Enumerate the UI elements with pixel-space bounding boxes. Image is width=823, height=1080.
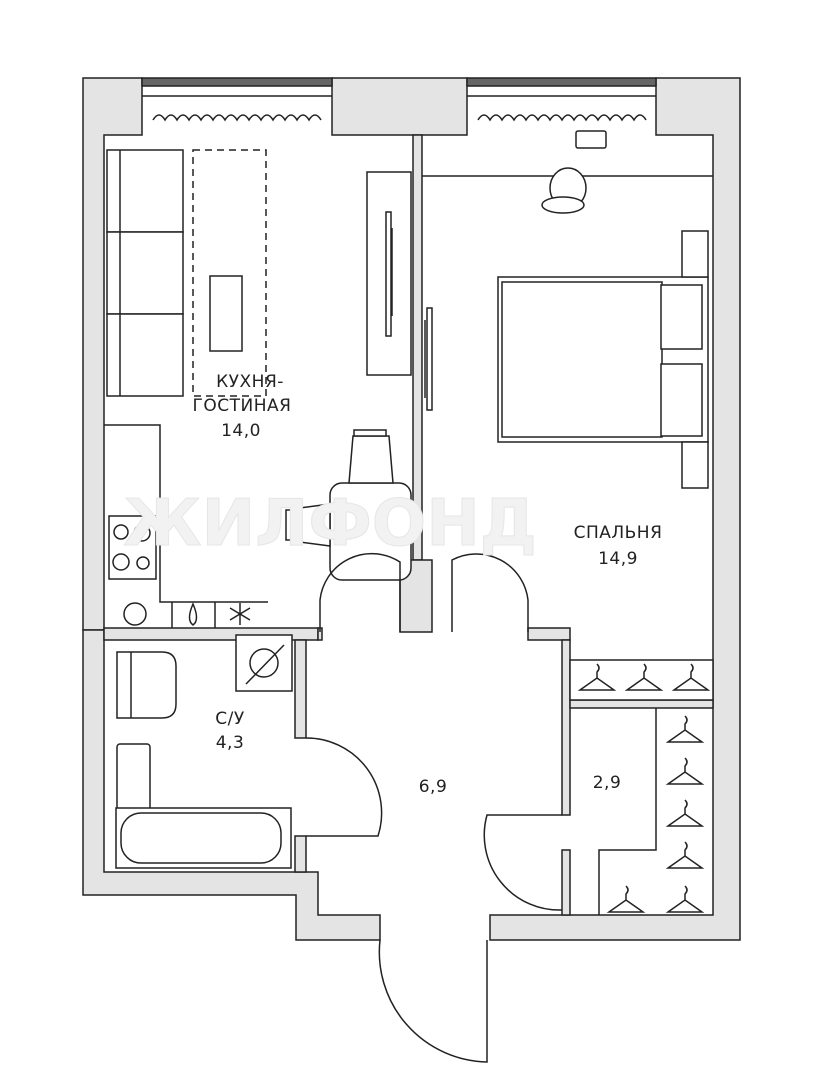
partition-hall-bedroom (527, 627, 571, 641)
bed-icon (497, 230, 709, 489)
room-label-bathroom: С/У (215, 709, 245, 729)
partition-bath-hall-2 (294, 835, 307, 873)
room-label-kitchen-line1: КУХНЯ- (216, 372, 284, 392)
curtain-bedroom (477, 114, 647, 122)
partition-bath-hall-1 (294, 639, 307, 739)
door-bedroom[interactable] (451, 553, 529, 632)
window-bedroom (466, 77, 657, 87)
door-closet[interactable] (483, 814, 563, 911)
partition-hall-closet-3 (561, 849, 571, 916)
curtain-kitchen (152, 114, 322, 122)
door-bathroom[interactable] (305, 737, 383, 837)
partitions (103, 134, 714, 916)
desk-icon (422, 130, 713, 214)
partition-closet-top (569, 699, 714, 709)
coffee-table-icon (209, 275, 243, 352)
room-label-bedroom: СПАЛЬНЯ (574, 523, 663, 543)
fridge-snowflake-icon (229, 603, 251, 625)
wall-pier-middle (331, 77, 468, 136)
room-label-kitchen-line2: ГОСТИНАЯ (193, 396, 292, 416)
doors[interactable] (305, 552, 563, 1063)
bathtub-icon (115, 807, 292, 869)
room-area-kitchen: 14,0 (221, 421, 261, 441)
wall-right (489, 77, 741, 941)
room-area-bedroom: 14,9 (598, 549, 638, 569)
room-area-hallway: 6,9 (419, 777, 448, 797)
hanger-icons (577, 663, 711, 915)
room-area-bathroom: 4,3 (216, 733, 245, 753)
kitchen-counter (104, 424, 268, 628)
washing-machine-icon (235, 634, 293, 692)
sofa-icon (106, 149, 184, 397)
outer-walls (82, 77, 741, 941)
partition-hall-closet-1 (561, 639, 571, 816)
sink-icon (123, 602, 147, 626)
door-kitchen[interactable] (319, 552, 401, 632)
wall-left-bottom (82, 629, 381, 941)
partition-hall-top-mid (399, 559, 433, 633)
washbasin-icon (116, 743, 151, 811)
watermark: ЖИЛФОНД (123, 487, 537, 561)
dishwasher-drop-icon (188, 602, 198, 626)
dining-table-icon (285, 429, 412, 581)
tv-cabinet-icon (366, 171, 412, 376)
door-entrance[interactable] (378, 939, 488, 1063)
room-area-closet: 2,9 (593, 773, 622, 793)
rug-icon (192, 149, 267, 397)
toilet-icon (116, 651, 177, 719)
window-kitchen (141, 77, 333, 87)
sliding-door-icon (424, 307, 433, 411)
